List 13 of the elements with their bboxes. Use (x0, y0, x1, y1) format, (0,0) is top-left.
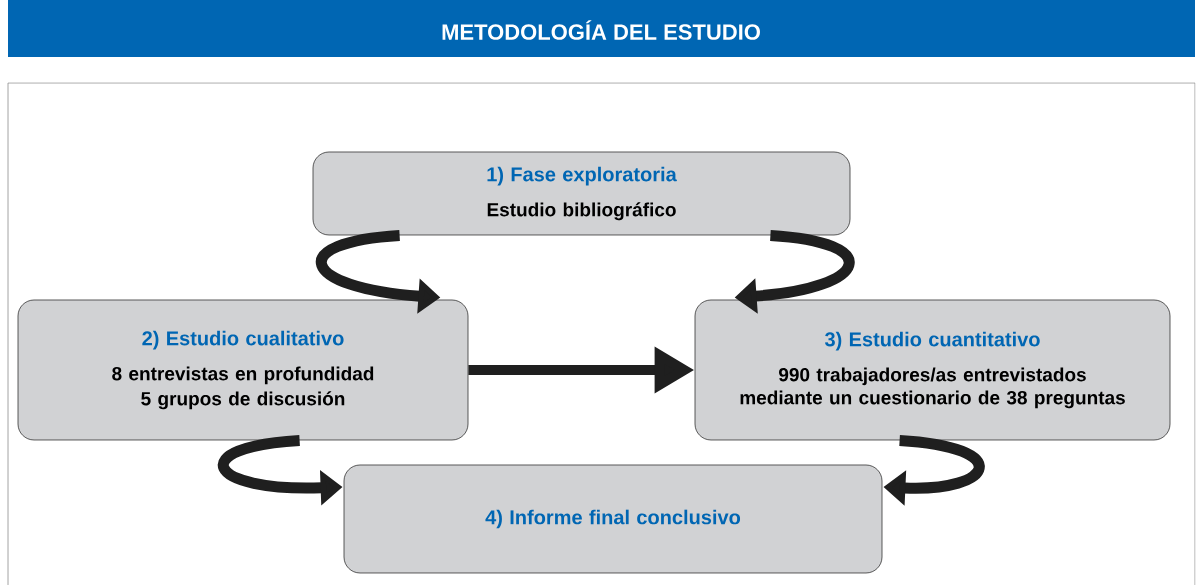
process-box (343, 464, 883, 574)
box-text: 5 grupos de discusión (141, 391, 345, 410)
process-box (312, 151, 851, 236)
box-heading: 3) Estudio cuantitativo (824, 331, 1040, 351)
title-bar: METODOLOGÍA DEL ESTUDIO (8, 0, 1195, 57)
process-box (17, 299, 469, 441)
box-heading: 2) Estudio cualitativo (142, 330, 344, 350)
box-heading: 1) Fase exploratoria (487, 166, 677, 186)
box-heading: 4) Informe final conclusivo (485, 509, 741, 529)
box-text: Estudio bibliográfico (487, 202, 676, 221)
box-text: 990 trabajadores/as entrevistados mediante un cuestionario de 38 preguntas (740, 367, 1125, 409)
box-text: 8 entrevistas en profundidad (112, 366, 374, 385)
process-box (694, 299, 1171, 441)
